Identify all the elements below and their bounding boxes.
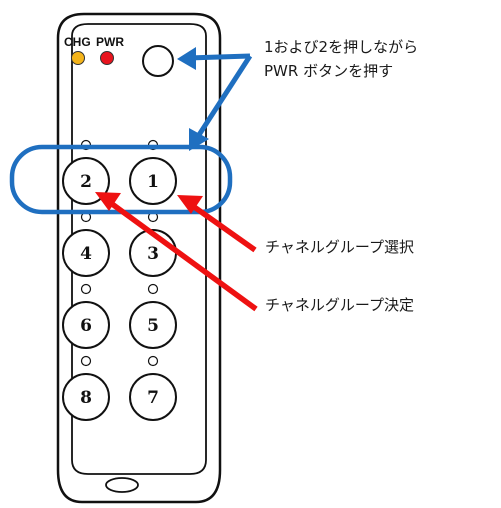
pwr-button[interactable] bbox=[142, 45, 174, 77]
number-button-label-5: 5 bbox=[147, 316, 159, 336]
red-arrow-select bbox=[177, 195, 257, 253]
number-button-label-8: 8 bbox=[80, 388, 92, 408]
callout-power-line2: PWR ボタンを押す bbox=[264, 62, 394, 80]
callout-confirm: チャネルグループ決定 bbox=[265, 296, 414, 314]
chg-indicator-led bbox=[71, 51, 85, 65]
number-button-7[interactable] bbox=[129, 373, 177, 421]
number-button-label-6: 6 bbox=[80, 316, 92, 336]
blue-arrow-to-buttons bbox=[189, 54, 253, 151]
number-button-label-4: 4 bbox=[80, 244, 92, 264]
callout-power-line1: 1および2を押しながら bbox=[264, 38, 419, 56]
callout-select: チャネルグループ選択 bbox=[265, 238, 414, 256]
number-button-5[interactable] bbox=[129, 301, 177, 349]
pwr-indicator-led bbox=[100, 51, 114, 65]
number-button-label-1: 1 bbox=[147, 172, 159, 192]
button-led-6 bbox=[80, 283, 92, 295]
blue-arrow-to-pwr bbox=[177, 47, 251, 70]
number-button-6[interactable] bbox=[62, 301, 110, 349]
number-button-label-3: 3 bbox=[147, 244, 159, 264]
number-button-8[interactable] bbox=[62, 373, 110, 421]
chg-label: CHG bbox=[64, 35, 91, 49]
number-button-label-7: 7 bbox=[147, 388, 159, 408]
number-button-1[interactable] bbox=[129, 157, 177, 205]
button-led-8 bbox=[80, 355, 92, 367]
button-led-7 bbox=[147, 355, 159, 367]
button-led-5 bbox=[147, 283, 159, 295]
number-button-label-2: 2 bbox=[80, 172, 92, 192]
remote-slot bbox=[105, 477, 139, 493]
number-button-4[interactable] bbox=[62, 229, 110, 277]
pwr-label: PWR bbox=[96, 35, 124, 49]
red-arrow-confirm bbox=[95, 192, 258, 312]
